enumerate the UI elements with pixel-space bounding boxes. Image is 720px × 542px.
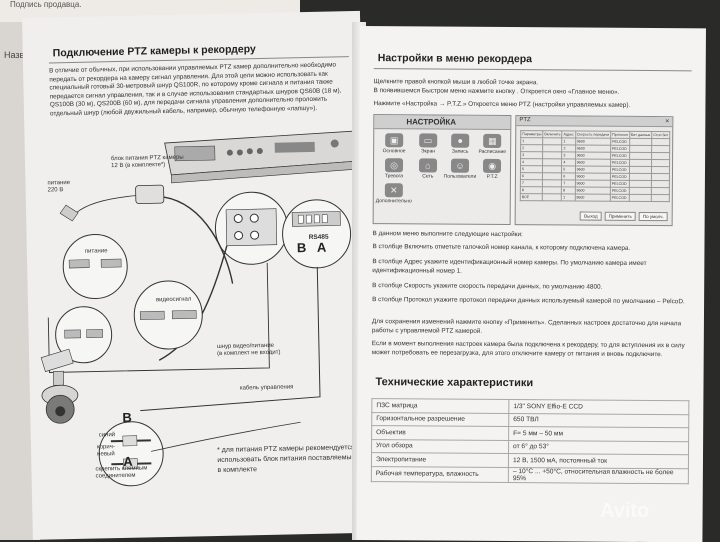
ptz-table-cell: 1	[561, 193, 575, 202]
avito-watermark: Avito	[600, 500, 650, 522]
label-control-cable: кабель управления	[239, 384, 294, 392]
label-power-220: питание 220 В	[47, 180, 71, 194]
right-page-title: Настройки в меню рекордера	[377, 52, 533, 66]
label-psu-block: блок питания PTZ камеры 12 В (в комплект…	[110, 154, 184, 170]
right-title-rule	[373, 68, 692, 72]
ptz-apply-button: Применить	[604, 211, 636, 221]
label-brown: корич- невый	[96, 444, 115, 458]
spec-value: 650 ТВЛ	[508, 413, 689, 428]
spec-value: 1/3" SONY Effio-E CCD	[508, 399, 689, 415]
ptz-table-cell: 9600	[574, 194, 611, 202]
ptz-default-button: По умолч.	[638, 211, 668, 222]
settings-menu-screenshot: НАСТРОЙКА ▣Основное ▭Экран ●Запись ▦Расп…	[372, 114, 512, 226]
setting-enable: В столбце Включить отметьте галочкой ном…	[372, 243, 631, 252]
network-icon: ⌂	[418, 158, 437, 173]
ptz-table-cell	[628, 194, 652, 202]
zoom-circle-power-2	[55, 306, 113, 364]
reboot-note: Если в момент выполнения настроек камера…	[371, 340, 685, 358]
label-terminal: скрепить клемным соединителем	[95, 465, 148, 480]
tools-icon: ✕	[384, 183, 403, 198]
spec-key: ПЗС матрица	[371, 398, 509, 414]
ptz-table-cell: ВСЕ	[520, 193, 543, 201]
ptz-table-cell: PELCOD	[610, 194, 629, 202]
spec-value: – 10°C ... +50°C, относительная влажност…	[508, 467, 689, 484]
label-video-signal: видеосигнал	[155, 296, 192, 304]
spec-key: Электропитание	[371, 452, 509, 468]
spec-value: 12 В, 1500 мА, постоянный ток	[508, 453, 689, 469]
setting-protocol: В столбце Протокол укажите протокол пере…	[372, 296, 685, 306]
psu-box	[135, 184, 165, 204]
menu-item-basic: ▣Основное	[382, 133, 406, 155]
ptz-menu-screenshot: PTZ× Параметры Включить Адрес Скорость п…	[514, 115, 674, 227]
label-blue: синий	[98, 432, 116, 439]
seller-signature-text: Подпись продавца.	[10, 0, 82, 9]
label-cord: шнур видео/питание (в комплект не входит…	[216, 342, 281, 357]
spec-row: Рабочая температура, влажность– 10°C ...…	[371, 466, 689, 484]
instruction-line-3: Нажмите «Настройка → P.T.Z.» Откроется м…	[373, 100, 631, 109]
label-b: B	[296, 240, 307, 256]
zoom-circle-power	[62, 234, 128, 300]
ptz-buttons: Выход Применить По умолч.	[580, 211, 668, 222]
label-a: A	[316, 239, 327, 255]
menu-item-record: ●Запись	[444, 133, 477, 155]
settings-intro: В данном меню выполните следующие настро…	[372, 230, 523, 239]
ptz-table-cell[interactable]	[542, 193, 562, 201]
zoom-circle-video	[133, 280, 203, 350]
specs-title: Технические характеристики	[375, 376, 534, 390]
menu-item-alarm: ◎Тревога	[384, 158, 404, 180]
screen-icon: ▭	[418, 133, 438, 148]
connection-diagram	[40, 130, 360, 487]
spec-value: F= 5 мм – 50 мм	[508, 426, 689, 442]
side-paper-text: Назв	[4, 50, 25, 60]
users-icon: ☺	[450, 158, 470, 173]
ptz-table-cell	[651, 194, 670, 202]
ptz-menu-title: PTZ×	[516, 116, 673, 128]
footnote: * для питания PTZ камеры рекомендуется и…	[217, 444, 356, 475]
menu-item-network: ⌂Сеть	[412, 158, 444, 180]
ptz-camera-icon: ◉	[483, 158, 502, 173]
left-page: Подключение PTZ камеры к рекордеру В отл…	[22, 10, 371, 540]
ptz-camera-illustration	[40, 348, 79, 424]
basic-icon: ▣	[385, 133, 404, 148]
right-page: Настройки в меню рекордера Щелкните прав…	[356, 26, 706, 542]
ptz-exit-button: Выход	[580, 211, 602, 221]
setting-speed: В столбце Скорость укажите скорость пере…	[372, 282, 603, 291]
settings-menu-title: НАСТРОЙКА	[374, 115, 511, 131]
save-instructions: Для сохранения изменений нажмите кнопку …	[371, 318, 682, 335]
spec-key: Угол обзора	[371, 439, 509, 454]
alarm-icon: ◎	[384, 158, 404, 173]
spec-key: Рабочая температура, влажность	[371, 466, 509, 483]
menu-item-users: ☺Пользователи	[444, 158, 477, 180]
record-icon: ●	[451, 133, 470, 148]
ptz-settings-table: Параметры Включить Адрес Скорость переда…	[520, 130, 670, 202]
spec-key: Горизонтальное разрешение	[371, 412, 509, 427]
calendar-icon: ▦	[483, 133, 502, 148]
settings-menu-grid: ▣Основное ▭Экран ●Запись ▦Расписание ◎Тр…	[374, 129, 511, 209]
label-b-small: B	[122, 409, 132, 425]
close-icon: ×	[665, 118, 670, 126]
label-power: питание	[84, 248, 108, 255]
recorder-illustration	[164, 130, 360, 184]
spec-value: от 6° до 53°	[508, 440, 689, 455]
setting-address: В столбце Адрес укажите идентификационны…	[372, 258, 647, 275]
label-a-small: A	[123, 453, 133, 469]
zoom-circle-terminal	[98, 421, 164, 487]
spec-key: Объектив	[371, 425, 509, 441]
menu-item-advanced: ✕Дополнительно	[375, 183, 412, 205]
menu-item-screen: ▭Экран	[412, 133, 444, 155]
menu-item-schedule: ▦Расписание	[478, 133, 507, 156]
instruction-line-2: В появившемся Быстром меню нажмите кнопк…	[373, 87, 620, 96]
menu-item-ptz: ◉P.T.Z	[476, 158, 508, 180]
